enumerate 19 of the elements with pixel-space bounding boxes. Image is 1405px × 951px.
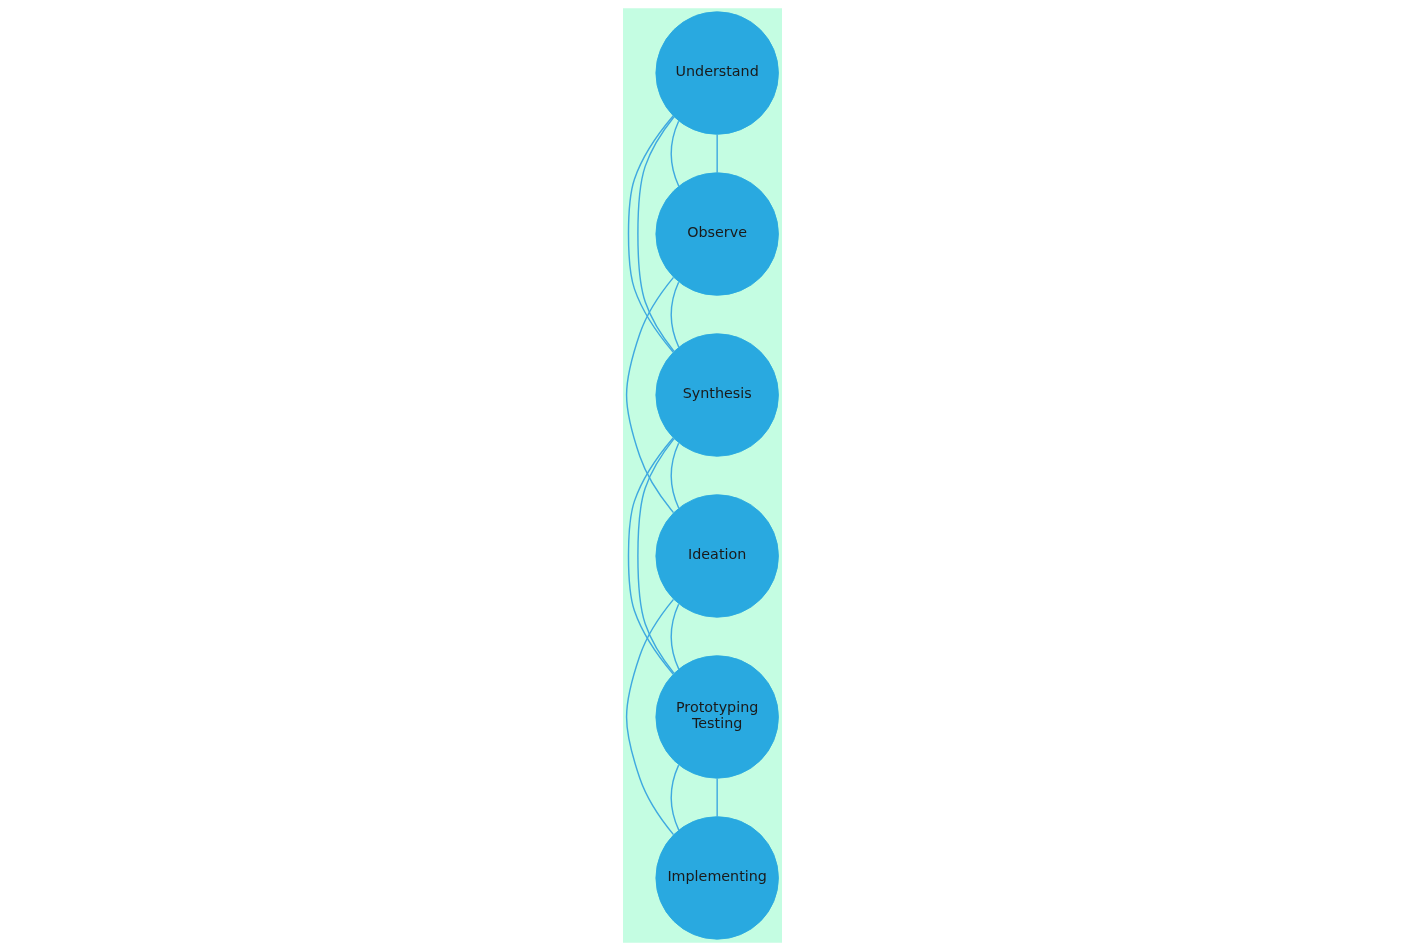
connector xyxy=(716,133,718,174)
connector xyxy=(670,120,680,187)
connector xyxy=(670,603,680,670)
connector xyxy=(625,598,675,836)
connector xyxy=(627,437,674,675)
node-circle: Ideation xyxy=(655,494,779,618)
connector xyxy=(670,281,680,348)
connector xyxy=(637,437,675,675)
connector xyxy=(670,442,680,509)
node-circle: Implementing xyxy=(655,816,779,940)
connector xyxy=(627,115,674,353)
connector xyxy=(637,116,675,353)
connector xyxy=(625,276,675,514)
node-circle: Synthesis xyxy=(655,333,779,457)
node-circle: Understand xyxy=(655,11,779,135)
node-circle: Prototyping Testing xyxy=(655,655,779,779)
connector xyxy=(670,764,680,831)
node-circle: Observe xyxy=(655,172,779,296)
connector xyxy=(716,777,718,818)
